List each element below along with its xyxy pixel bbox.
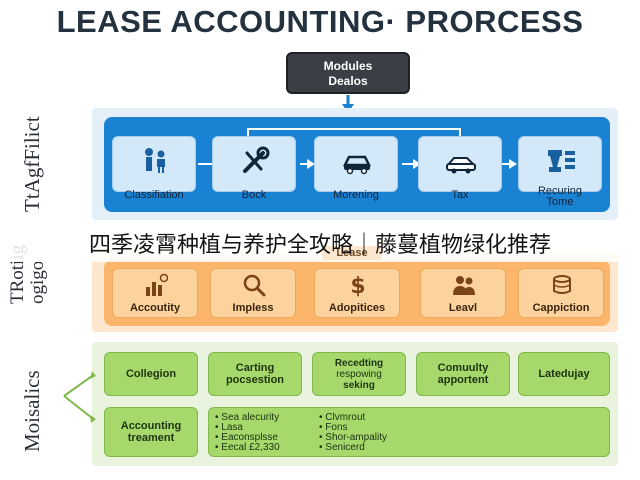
green-details-panel: Sea alecurity Lasa Eaconsplsse Eecal £2,… bbox=[208, 407, 610, 457]
step-bock-card bbox=[212, 136, 296, 192]
machine-icon bbox=[548, 150, 575, 172]
bracket-arrows bbox=[63, 371, 96, 423]
modules-box-line1: Modules bbox=[323, 59, 373, 73]
arrow-right-icon bbox=[402, 159, 421, 169]
green-recedting-line1: Recedting bbox=[334, 357, 384, 369]
green-latedujay-card: Latedujay bbox=[518, 352, 610, 396]
wrench-icon bbox=[243, 146, 270, 173]
list-item: Lasa bbox=[215, 423, 280, 433]
step-classification-card bbox=[112, 136, 196, 192]
step-tax-label: Tax bbox=[451, 189, 469, 201]
green-carting-line2: pocsestion bbox=[225, 374, 285, 386]
caption-band bbox=[0, 224, 640, 262]
list-item: Clvmrout bbox=[319, 413, 387, 423]
green-recedting-card: Recedting respowing seking bbox=[312, 352, 406, 396]
green-latedujay-label: Latedujay bbox=[538, 368, 590, 380]
step-morening-card bbox=[314, 136, 398, 192]
orange-leavl-label: Leavl bbox=[448, 302, 478, 314]
step-tax-card bbox=[418, 136, 502, 192]
list-item: Sea alecurity bbox=[215, 413, 280, 423]
green-comuulty-line1: Comuulty bbox=[437, 362, 489, 374]
green-collegion-card: Collegion bbox=[104, 352, 198, 396]
green-comuulty-card: Comuulty apportent bbox=[416, 352, 510, 396]
people-icon bbox=[145, 148, 165, 173]
dollar-icon: $ bbox=[350, 274, 365, 297]
green-accounting-line1: Accounting bbox=[120, 420, 182, 432]
arrow-right-icon bbox=[500, 159, 517, 169]
step-recurring-label-line1: Recuring bbox=[537, 185, 583, 197]
orange-adopitices-label: Adopitices bbox=[328, 302, 386, 314]
step-classification-label: Classifiation bbox=[124, 189, 184, 201]
orange-accoutity-card: Accoutity bbox=[112, 268, 198, 318]
lease-tag: Lease bbox=[322, 246, 382, 260]
database-icon bbox=[553, 275, 571, 294]
step-recurring-label: Recuring Tome bbox=[512, 186, 608, 208]
bar-chart-icon bbox=[146, 273, 168, 296]
modules-box: Modules Dealos bbox=[286, 52, 410, 94]
caption-text: 四季凌霄种植与养护全攻略｜藤蔓植物绿化推荐 bbox=[88, 233, 551, 258]
details-list-left: Sea alecurity Lasa Eaconsplsse Eecal £2,… bbox=[215, 413, 280, 453]
orange-cappiction-label: Cappiction bbox=[532, 302, 590, 314]
green-carting-line1: Carting bbox=[235, 362, 275, 374]
svg-text:$: $ bbox=[350, 274, 365, 297]
list-item: Fons bbox=[319, 423, 387, 433]
orange-adopitices-card: $ Adopitices bbox=[314, 268, 400, 318]
green-recedting-line3: seking bbox=[343, 379, 375, 391]
step-recurring-card bbox=[518, 136, 602, 192]
green-accounting-card: Accounting treament bbox=[104, 407, 198, 457]
orange-accoutity-label: Accoutity bbox=[129, 302, 181, 314]
green-collegion-label: Collegion bbox=[125, 368, 177, 380]
page-title: LEASE ACCOUNTING· PRORCESS bbox=[56, 4, 584, 39]
car-icon bbox=[445, 157, 477, 174]
list-item: Senicerd bbox=[319, 443, 387, 453]
step-bock-label: Bock bbox=[241, 189, 267, 201]
arrow-right-icon bbox=[300, 159, 315, 169]
car-icon bbox=[342, 155, 372, 175]
people-icon bbox=[453, 276, 475, 295]
modules-box-line2: Dealos bbox=[328, 74, 368, 88]
orange-impless-label: Impless bbox=[232, 302, 274, 314]
list-item: Eecal £2,330 bbox=[215, 443, 279, 453]
details-list-right: Clvmrout Fons Shor-ampality Senicerd bbox=[319, 413, 387, 453]
orange-leavl-card: Leavl bbox=[420, 268, 506, 318]
step-recurring-label-line2: Tome bbox=[546, 196, 574, 208]
list-item: Shor-ampality bbox=[319, 433, 387, 443]
green-comuulty-line2: apportent bbox=[437, 374, 489, 386]
list-item: Eaconsplsse bbox=[215, 433, 280, 443]
magnifier-icon bbox=[243, 274, 266, 297]
orange-impless-card: Impless bbox=[210, 268, 296, 318]
green-recedting-line2: respowing bbox=[336, 368, 382, 380]
side-label-row1: TtAgfFilict bbox=[20, 116, 44, 212]
step-morening-label: Morening bbox=[333, 189, 379, 201]
side-label-row3: Moisalics bbox=[20, 370, 44, 452]
green-accounting-line2: treament bbox=[127, 432, 175, 444]
green-carting-card: Carting pocsestion bbox=[208, 352, 302, 396]
orange-cappiction-card: Cappiction bbox=[518, 268, 604, 318]
